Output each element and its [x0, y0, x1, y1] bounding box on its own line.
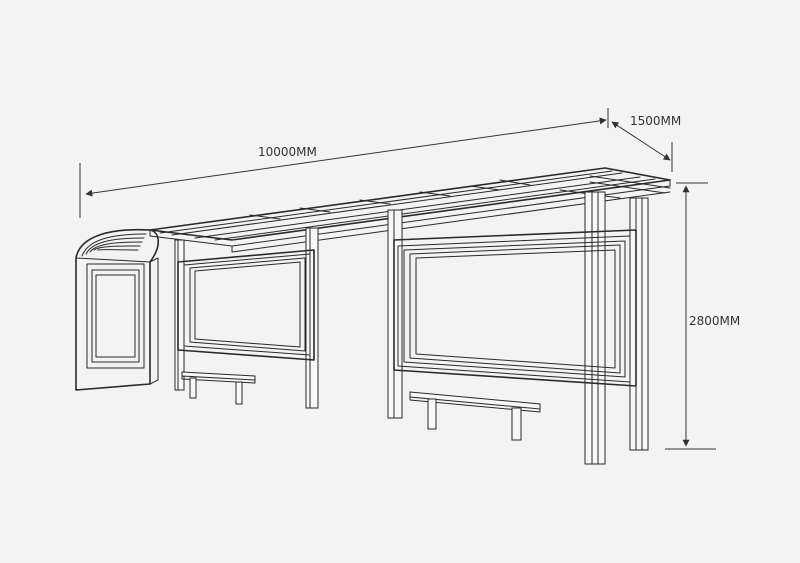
left-bench [181, 371, 256, 405]
dimension-height: 2800MM [665, 182, 740, 450]
length-label: 10000MM [258, 145, 317, 159]
curved-end-panel [75, 228, 160, 391]
dimension-depth: 1500MM [611, 114, 681, 172]
dimension-length: 10000MM [79, 108, 609, 218]
right-bench [409, 391, 541, 441]
left-advertising-panel [177, 249, 315, 361]
height-label: 2800MM [689, 314, 740, 328]
right-advertising-panel [393, 229, 637, 387]
depth-label: 1500MM [630, 114, 681, 128]
